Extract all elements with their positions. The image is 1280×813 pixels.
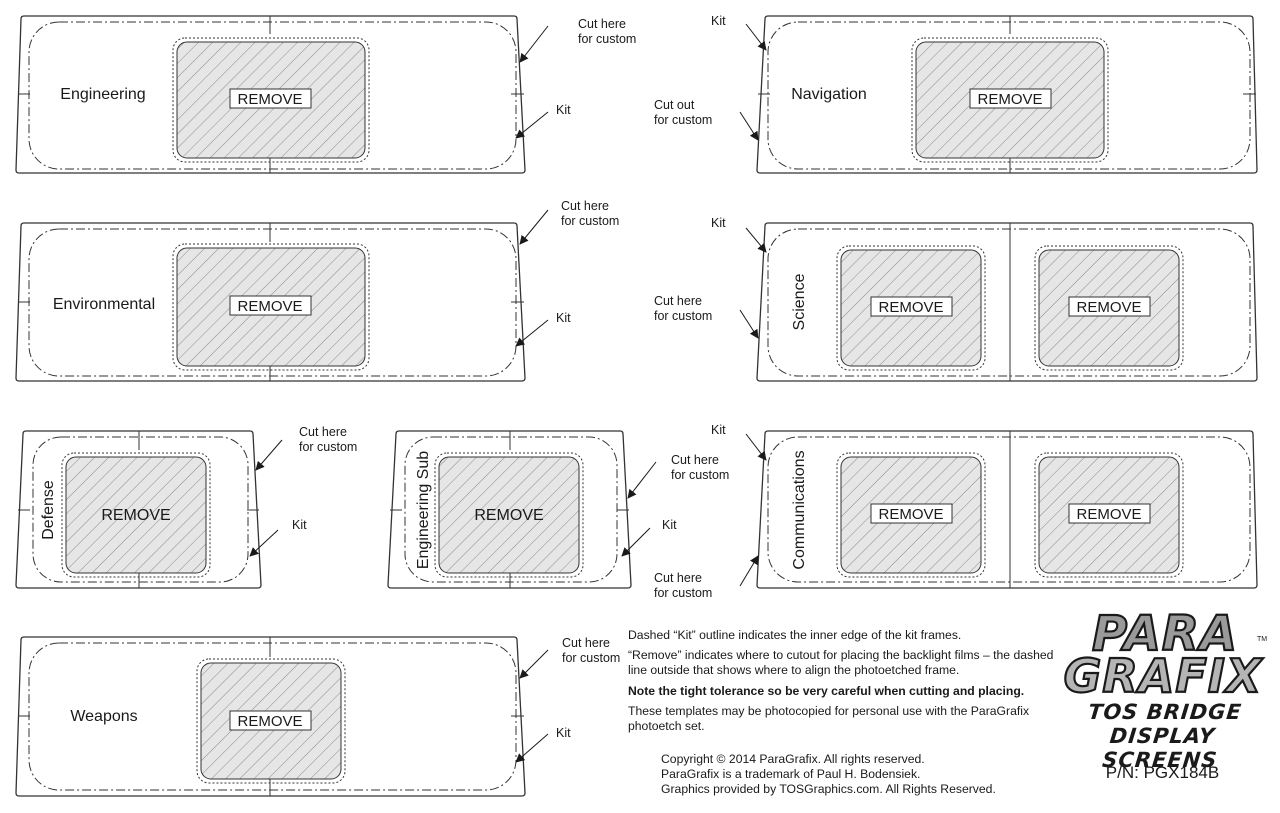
kit-label: Kit <box>711 14 726 28</box>
panel-environmental: REMOVE Environmental <box>15 209 549 382</box>
panel-label: Navigation <box>791 86 867 103</box>
note-line: Dashed “Kit” outline indicates the inner… <box>628 628 962 642</box>
cut-here-label: for custom <box>299 440 357 454</box>
kit-label: Kit <box>662 518 677 532</box>
cut-here-label: Cut here <box>562 636 610 650</box>
panel-label: Engineering <box>60 86 145 103</box>
cut-here-label: Cut here <box>654 571 702 585</box>
copyright-line: ParaGrafix is a trademark of Paul H. Bod… <box>661 767 921 781</box>
kit-label: Kit <box>292 518 307 532</box>
product-title: TOS BRIDGE DISPLAY SCREENS <box>1056 700 1269 772</box>
remove-label: REMOVE <box>237 298 302 315</box>
panel-label: Defense <box>40 480 57 540</box>
cut-here-label: Cut here <box>561 199 609 213</box>
cut-here-label: for custom <box>578 32 636 46</box>
remove-label: REMOVE <box>237 91 302 108</box>
logo-para: PARA <box>1092 606 1238 662</box>
kit-label: Kit <box>711 423 726 437</box>
paragrafix-logo: PARA GRAFIX TM <box>1063 605 1268 704</box>
callout-labels: Cut here for custom Kit Cut here for cus… <box>292 14 729 740</box>
note-bold: Note the tight tolerance so be very care… <box>628 683 1025 698</box>
note-line: “Remove” indicates where to cutout for p… <box>628 648 1054 678</box>
cut-here-label: for custom <box>671 468 729 482</box>
panel-label: Communications <box>791 450 808 569</box>
cut-here-label: Cut here <box>299 425 347 439</box>
instructions: Dashed “Kit” outline indicates the inner… <box>628 628 1068 739</box>
kit-label: Kit <box>556 726 571 740</box>
kit-label: Kit <box>711 216 726 230</box>
cut-here-label: for custom <box>654 309 712 323</box>
cut-here-label: Cut here <box>654 294 702 308</box>
cut-here-label: Cut here <box>671 453 719 467</box>
panel-label: Environmental <box>53 296 155 313</box>
part-number: P/N: PGX184B <box>1105 763 1220 782</box>
cut-here-label: Cut here <box>578 17 626 31</box>
panel-navigation: REMOVE Navigation <box>739 15 1258 174</box>
remove-label: REMOVE <box>101 507 170 524</box>
panel-label: Science <box>791 273 808 330</box>
cut-out-label: Cut out <box>654 98 695 112</box>
cut-here-label: for custom <box>654 586 712 600</box>
note-line: These templates may be photocopied for p… <box>628 703 1030 734</box>
cut-here-label: for custom <box>561 214 619 228</box>
remove-label-right: REMOVE <box>1076 299 1141 316</box>
remove-label: REMOVE <box>977 91 1042 108</box>
product-title-line: TOS BRIDGE <box>1086 700 1244 724</box>
remove-label: REMOVE <box>474 507 543 524</box>
panel-engineering-sub: REMOVE Engineering Sub <box>387 430 657 589</box>
panel-label: Weapons <box>70 708 137 725</box>
kit-label: Kit <box>556 311 571 325</box>
cut-here-label: for custom <box>562 651 620 665</box>
cut-out-label: for custom <box>654 113 712 127</box>
panel-science: REMOVE REMOVE Science <box>739 222 1258 382</box>
trademark-mark: TM <box>1257 636 1267 643</box>
logo-grafix: GRAFIX <box>1064 649 1264 703</box>
remove-label-left: REMOVE <box>878 506 943 523</box>
panel-communications: REMOVE REMOVE Communications <box>739 430 1258 589</box>
copyright-block: Copyright © 2014 ParaGrafix. All rights … <box>661 752 996 797</box>
note-line-bold: Note the tight tolerance so be very care… <box>628 684 1068 699</box>
remove-label: REMOVE <box>237 713 302 730</box>
copyright-line: Graphics provided by TOSGraphics.com. Al… <box>661 782 996 796</box>
panel-weapons: REMOVE Weapons <box>15 636 549 797</box>
panel-defense: REMOVE Defense <box>15 430 283 589</box>
remove-label-left: REMOVE <box>878 299 943 316</box>
kit-label: Kit <box>556 103 571 117</box>
panel-label: Engineering Sub <box>415 451 432 569</box>
panel-engineering: REMOVE Engineering <box>15 15 549 174</box>
remove-label-right: REMOVE <box>1076 506 1141 523</box>
copyright-line: Copyright © 2014 ParaGrafix. All rights … <box>661 752 925 766</box>
